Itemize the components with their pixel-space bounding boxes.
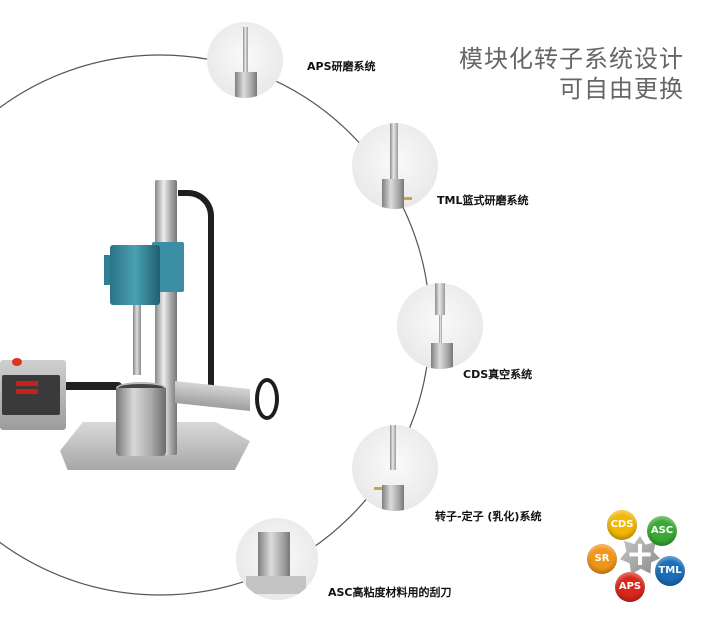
tml-module-image [352,123,438,209]
handwheel-icon [255,378,279,420]
chip-aps: APS [615,572,645,602]
machine-motor-cap [104,255,114,285]
emergency-stop-icon [12,358,22,366]
chip-sr: SR [587,544,617,574]
system-label: 转子-定子 (乳化)系统 [435,510,542,523]
machine-cable-chain [178,190,214,396]
system-label: APS研磨系统 [307,60,376,73]
cds-module-image [397,283,483,369]
headline-line-2: 可自由更换 [559,75,684,103]
system-label: ASC高粘度材料用的刮刀 [328,586,452,599]
modular-system-logo: + CDS ASC SR TML APS [585,506,695,606]
chip-asc: ASC [647,516,677,546]
machine-motor [110,245,160,305]
machine-vessel [116,388,166,456]
machine-cable [62,382,122,390]
display-led [16,381,38,386]
machine-arm [175,381,250,411]
system-label: CDS真空系统 [463,368,533,381]
rotor-stator-module-image [352,425,438,511]
chip-tml: TML [655,556,685,586]
chip-cds: CDS [607,510,637,540]
disperser-machine-image [0,160,300,470]
headline-line-1: 模块化转子系统设计 [459,45,684,73]
asc-module-image [236,518,318,600]
display-led [16,389,38,394]
system-label: TML篮式研磨系统 [437,194,529,207]
machine-shaft [133,305,141,375]
aps-module-image [207,22,283,98]
plus-icon: + [625,534,655,574]
control-panel [2,375,60,415]
headline: 模块化转子系统设计 可自由更换 [459,44,684,104]
